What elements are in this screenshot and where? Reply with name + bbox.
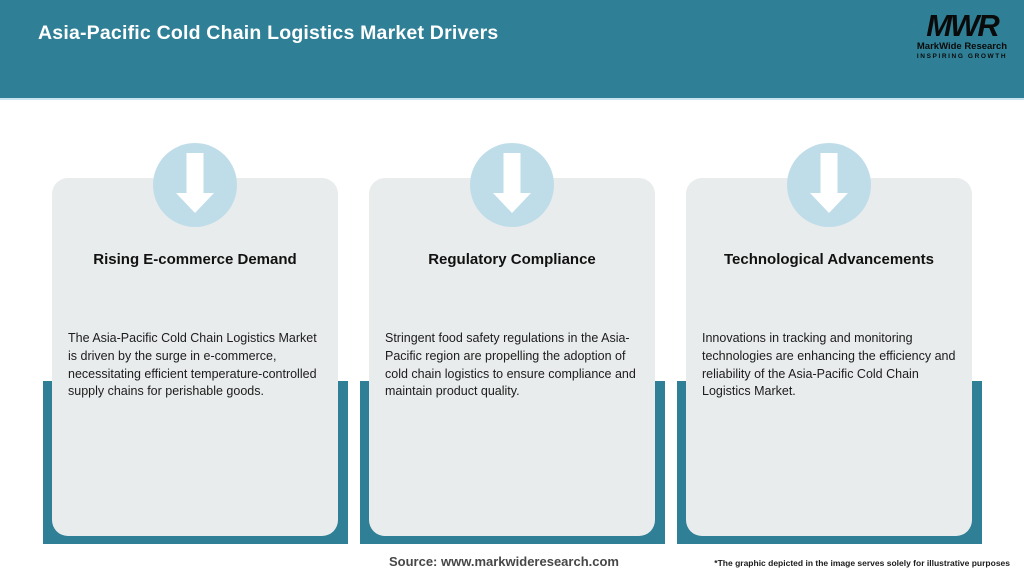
card-title: Technological Advancements <box>723 251 935 268</box>
logo-name: MarkWide Research <box>916 41 1008 52</box>
card-title: Regulatory Compliance <box>428 251 596 268</box>
card-description: The Asia-Pacific Cold Chain Logistics Ma… <box>68 331 317 399</box>
driver-card-technology: Technological Advancements Innovations i… <box>677 143 982 544</box>
header: Asia-Pacific Cold Chain Logistics Market… <box>0 0 1024 100</box>
down-arrow-icon <box>787 143 871 227</box>
disclaimer-text: *The graphic depicted in the image serve… <box>714 558 1010 568</box>
card-body: Regulatory Compliance Stringent food saf… <box>369 178 655 536</box>
logo-tagline: INSPIRING GROWTH <box>916 53 1008 60</box>
markwide-research-logo: MWR MarkWide Research INSPIRING GROWTH <box>912 10 1012 60</box>
mwr-logo-icon: MWR <box>926 8 999 43</box>
card-body: Rising E-commerce Demand The Asia-Pacifi… <box>52 178 338 536</box>
down-arrow-glyph <box>810 153 848 213</box>
driver-card-regulatory: Regulatory Compliance Stringent food saf… <box>360 143 665 544</box>
driver-card-ecommerce: Rising E-commerce Demand The Asia-Pacifi… <box>43 143 348 544</box>
down-arrow-glyph <box>493 153 531 213</box>
card-body: Technological Advancements Innovations i… <box>686 178 972 536</box>
down-arrow-glyph <box>176 153 214 213</box>
card-title: Rising E-commerce Demand <box>93 251 297 268</box>
down-arrow-icon <box>470 143 554 227</box>
source-text: Source: www.markwideresearch.com <box>388 554 619 569</box>
down-arrow-icon <box>153 143 237 227</box>
card-description: Stringent food safety regulations in the… <box>385 331 636 399</box>
card-description: Innovations in tracking and monitoring t… <box>702 331 956 399</box>
page-title: Asia-Pacific Cold Chain Logistics Market… <box>38 22 499 44</box>
